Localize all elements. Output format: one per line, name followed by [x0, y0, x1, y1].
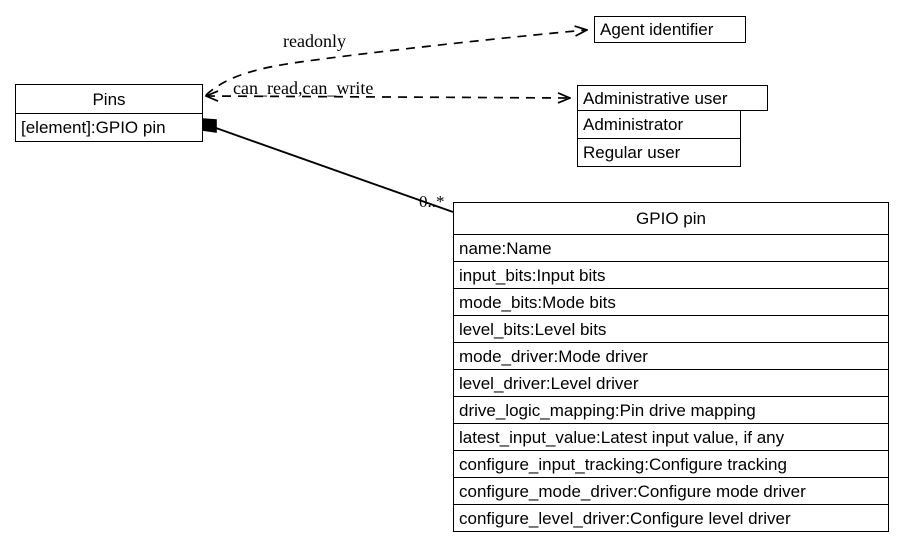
edge-label-readonly: readonly [283, 31, 346, 51]
class-name-gpio-pin: GPIO pin [453, 202, 889, 235]
class-box-pins[interactable]: Pins [element]:GPIO pin [15, 84, 203, 142]
class-attribute-gpio-pin-6: drive_logic_mapping:Pin drive mapping [453, 396, 889, 424]
class-attribute-gpio-pin-9: configure_mode_driver:Configure mode dri… [453, 477, 889, 505]
class-attribute-gpio-pin-7: latest_input_value:Latest input value, i… [453, 423, 889, 451]
class-attribute-administrative-user-1: Regular user [577, 138, 741, 167]
class-attribute-gpio-pin-5: level_driver:Level driver [453, 369, 889, 397]
class-box-administrative-user[interactable]: Administrative user Administrator Regula… [577, 85, 768, 167]
class-attribute-gpio-pin-2: mode_bits:Mode bits [453, 288, 889, 316]
class-attribute-pins-0: [element]:GPIO pin [15, 113, 203, 142]
class-attribute-gpio-pin-3: level_bits:Level bits [453, 315, 889, 343]
edge-label-multiplicity: 0..* [419, 192, 445, 211]
edge-label-can-read-can-write: can_read,can_write [233, 78, 374, 98]
class-attribute-administrative-user-0: Administrator [577, 110, 741, 139]
edge-composition-gpio [215, 127, 454, 213]
class-attribute-gpio-pin-0: name:Name [453, 234, 889, 262]
class-name-agent-identifier: Agent identifier [594, 16, 746, 43]
class-attribute-gpio-pin-4: mode_driver:Mode driver [453, 342, 889, 370]
class-box-gpio-pin[interactable]: GPIO pin name:Name input_bits:Input bits… [453, 202, 889, 537]
class-attribute-gpio-pin-8: configure_input_tracking:Configure track… [453, 450, 889, 478]
class-attribute-gpio-pin-1: input_bits:Input bits [453, 261, 889, 289]
class-box-agent-identifier[interactable]: Agent identifier [594, 16, 746, 43]
class-name-administrative-user: Administrative user [577, 85, 768, 111]
class-attribute-gpio-pin-10: configure_level_driver:Configure level d… [453, 504, 889, 532]
composition-diamond [201, 118, 217, 133]
class-name-pins: Pins [15, 84, 203, 114]
